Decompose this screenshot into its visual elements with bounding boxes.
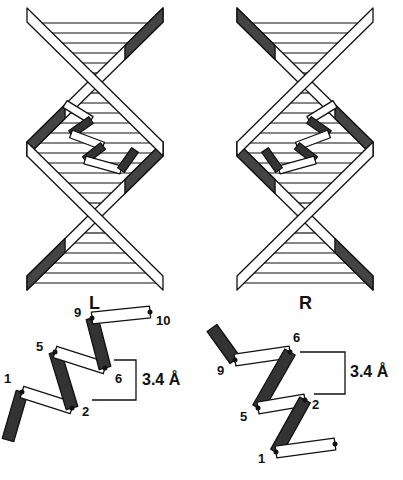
base-pair bbox=[247, 22, 363, 23]
distance-label: 3.4 Å bbox=[350, 364, 388, 380]
base-pair bbox=[37, 22, 153, 23]
rise-bracket bbox=[92, 360, 136, 400]
base-pair bbox=[68, 52, 123, 53]
residue-number: 1 bbox=[258, 452, 265, 465]
base-pair bbox=[267, 42, 342, 43]
ribbon-segment bbox=[207, 324, 240, 363]
base-pair bbox=[49, 262, 140, 263]
protein-ribbon bbox=[262, 148, 283, 173]
dna-helix bbox=[237, 8, 373, 290]
residue-dot bbox=[90, 316, 95, 321]
residue-number: 6 bbox=[293, 331, 300, 344]
backbone-strand bbox=[27, 142, 163, 290]
panel-label: R bbox=[299, 294, 312, 312]
residue-dot bbox=[288, 350, 293, 355]
base-pair-rungs bbox=[239, 23, 371, 283]
residue-number: 6 bbox=[115, 372, 122, 385]
base-pair bbox=[70, 242, 121, 243]
base-pair bbox=[64, 182, 127, 183]
residue-number: 5 bbox=[240, 410, 247, 423]
rise-bracket bbox=[300, 352, 345, 394]
base-pair bbox=[249, 272, 361, 273]
residue-dot bbox=[20, 390, 25, 395]
backbone-shade bbox=[125, 8, 163, 60]
helix-ribbon bbox=[2, 306, 152, 442]
base-pair bbox=[280, 242, 331, 243]
base-pair bbox=[265, 122, 344, 123]
residue-number: 9 bbox=[74, 306, 81, 319]
base-pair bbox=[59, 252, 130, 253]
base-pair bbox=[55, 122, 134, 123]
residue-number: 2 bbox=[82, 405, 89, 418]
backbone-strand bbox=[27, 142, 163, 290]
panel-label: L bbox=[89, 294, 100, 312]
backbone-strand bbox=[237, 142, 373, 290]
backbone-shade bbox=[27, 238, 65, 290]
protein-helix bbox=[63, 101, 138, 174]
base-pair bbox=[39, 272, 151, 273]
protein-helix bbox=[262, 101, 337, 174]
residue-number: 9 bbox=[217, 364, 224, 377]
protein-ribbon bbox=[84, 156, 122, 174]
residue-number: 1 bbox=[4, 372, 11, 385]
base-pair bbox=[257, 32, 352, 33]
backbone-strand bbox=[27, 8, 163, 156]
backbone-shade bbox=[335, 238, 373, 290]
backbone-strand bbox=[237, 8, 373, 156]
residue-number: 10 bbox=[156, 314, 170, 327]
residue-dot bbox=[148, 310, 153, 315]
residue-dot bbox=[70, 406, 75, 411]
backbone-strand bbox=[237, 142, 373, 290]
backbone-strand bbox=[27, 8, 163, 156]
residue-number: 2 bbox=[312, 398, 319, 411]
base-pair bbox=[278, 52, 333, 53]
base-pair bbox=[57, 42, 132, 43]
ribbon-segment bbox=[91, 306, 150, 324]
dna-helix bbox=[27, 8, 163, 290]
base-pair-rungs bbox=[29, 23, 161, 283]
base-pair bbox=[269, 252, 340, 253]
base-pair bbox=[239, 282, 371, 283]
distance-label: 3.4 Å bbox=[142, 372, 180, 388]
backbone-strand bbox=[237, 8, 373, 156]
residue-number: 5 bbox=[36, 340, 43, 353]
ribbon-segment bbox=[86, 316, 111, 369]
base-pair bbox=[45, 132, 145, 133]
residue-dot bbox=[233, 358, 238, 363]
residue-dot bbox=[303, 398, 308, 403]
base-pair bbox=[255, 132, 355, 133]
backbone-shade bbox=[237, 8, 275, 60]
helix-ribbon bbox=[207, 324, 345, 457]
base-pair bbox=[274, 182, 337, 183]
ribbon-segment bbox=[275, 438, 336, 458]
protein-ribbon bbox=[278, 156, 316, 174]
residue-dot bbox=[256, 406, 261, 411]
residue-dot bbox=[53, 350, 58, 355]
base-pair bbox=[259, 262, 350, 263]
base-pair bbox=[47, 32, 142, 33]
protein-ribbon bbox=[118, 148, 139, 173]
residue-dot bbox=[274, 450, 279, 455]
base-pair bbox=[29, 282, 161, 283]
residue-dot bbox=[103, 366, 108, 371]
residue-dot bbox=[333, 442, 338, 447]
